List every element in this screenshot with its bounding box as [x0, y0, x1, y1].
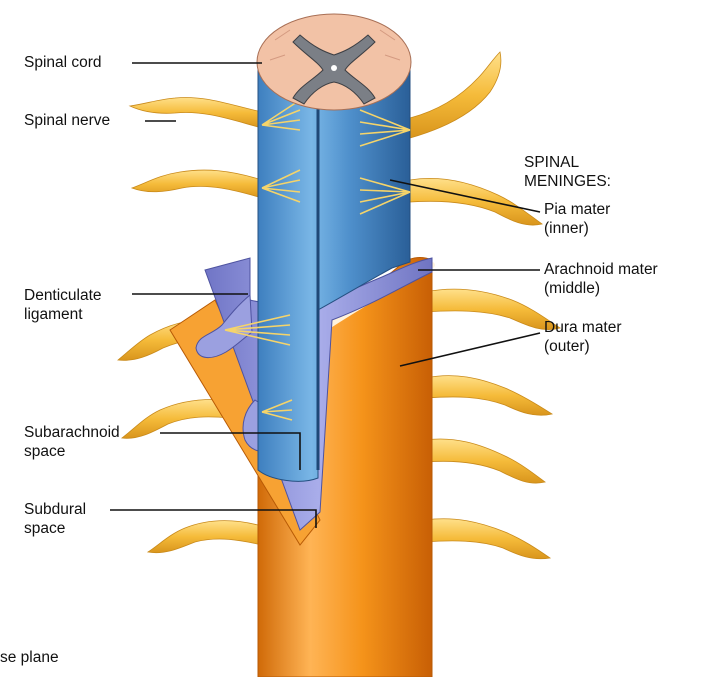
label-text: (middle) [544, 279, 658, 298]
label-denticulate-ligament: Denticulate ligament [24, 286, 102, 324]
central-canal [331, 65, 337, 71]
label-text: Pia mater [544, 200, 610, 219]
label-text: Spinal nerve [24, 111, 110, 130]
label-subarachnoid-space: Subarachnoid space [24, 423, 120, 461]
label-subdural-space: Subdural space [24, 500, 86, 538]
label-text: Dura mater [544, 318, 622, 337]
label-pia-mater: Pia mater (inner) [544, 200, 610, 238]
label-spinal-cord: Spinal cord [24, 53, 102, 72]
label-dura-mater: Dura mater (outer) [544, 318, 622, 356]
spinal-nerve-left-1 [130, 97, 262, 128]
label-spinal-meninges: SPINAL MENINGES: [524, 153, 611, 191]
label-transverse-plane: se plane [0, 648, 59, 667]
label-text: ligament [24, 305, 102, 324]
label-text: Subarachnoid [24, 423, 120, 442]
label-text: (inner) [544, 219, 610, 238]
spinal-nerve-right-4 [425, 376, 552, 416]
label-spinal-nerve: Spinal nerve [24, 111, 110, 130]
label-text: Arachnoid mater [544, 260, 658, 279]
label-text: Subdural [24, 500, 86, 519]
label-arachnoid-mater: Arachnoid mater (middle) [544, 260, 658, 298]
spinal-nerve-right-2 [410, 178, 542, 225]
spinal-nerve-right-3 [425, 289, 560, 329]
label-text: se plane [0, 648, 59, 667]
spinal-nerve-left-2 [132, 170, 262, 198]
spinal-nerve-right-5 [425, 439, 545, 483]
label-text: Denticulate [24, 286, 102, 305]
label-text: SPINAL [524, 153, 611, 172]
label-text: space [24, 519, 86, 538]
spinal-nerve-right-6 [425, 519, 550, 559]
label-text: MENINGES: [524, 172, 611, 191]
label-text: (outer) [544, 337, 622, 356]
label-text: Spinal cord [24, 53, 102, 72]
label-text: space [24, 442, 120, 461]
spinal-nerve-right-1 [410, 52, 501, 138]
spinal-nerve-left-5 [148, 521, 262, 553]
